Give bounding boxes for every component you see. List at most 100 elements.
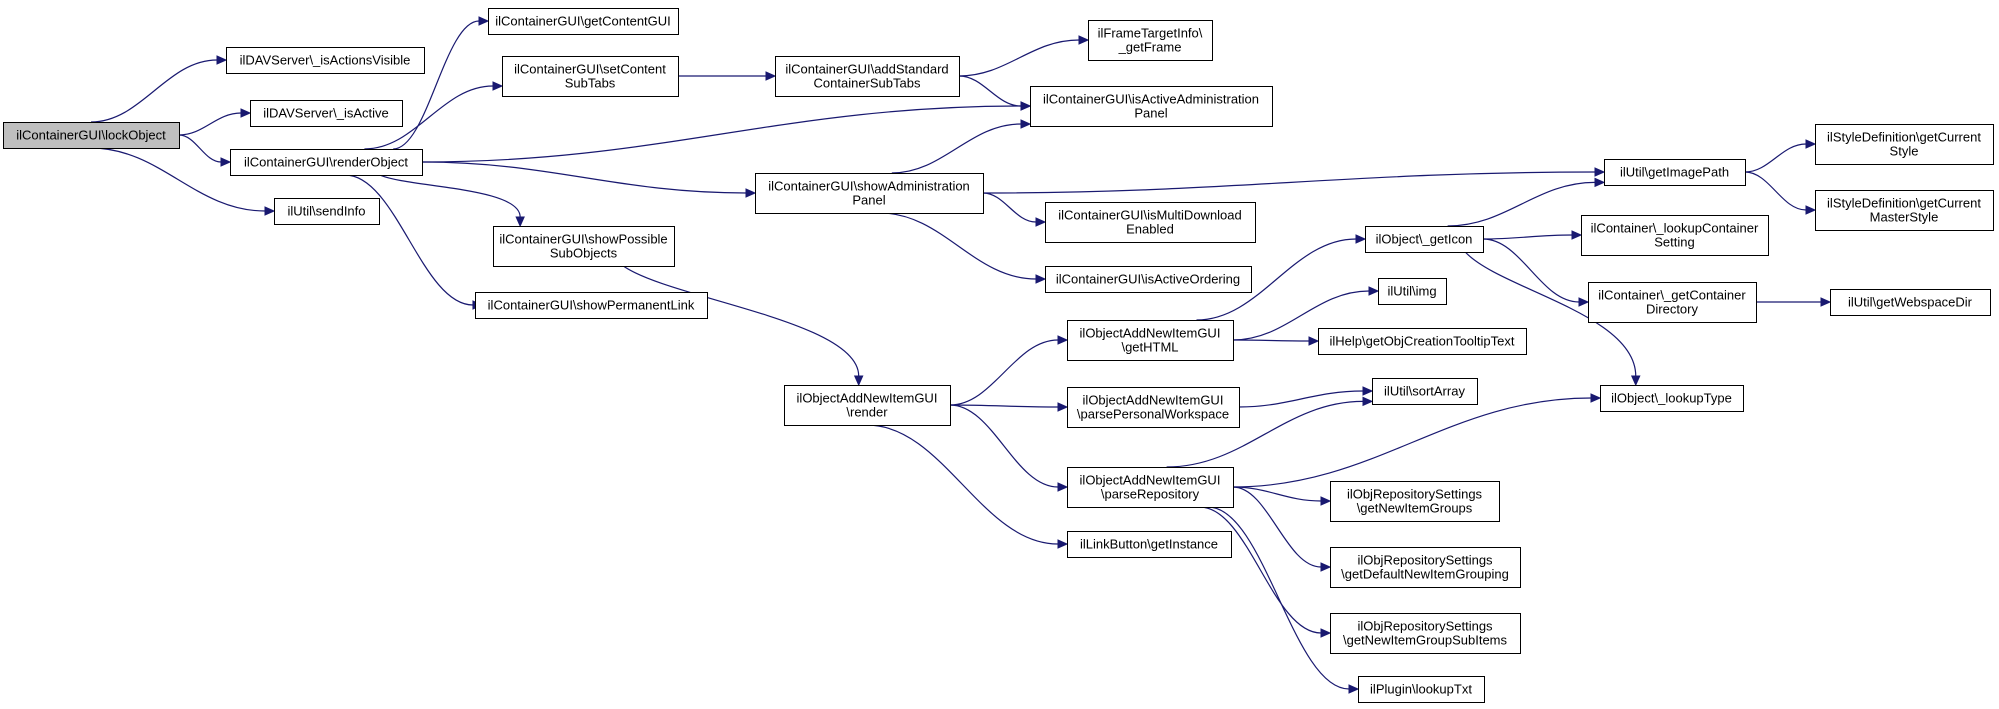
arrowhead-showAdmin-to-isActiveOrd: [1035, 274, 1047, 284]
node-box[interactable]: [1604, 159, 1746, 186]
edge-parseRepo-to-sortArray: [1166, 400, 1364, 468]
node-box[interactable]: [1372, 378, 1478, 405]
node-box[interactable]: [1330, 481, 1500, 522]
node-label: SubObjects: [550, 246, 618, 261]
node-root[interactable]: ilContainerGUI\lockObject: [3, 122, 180, 149]
node-repoDefault[interactable]: ilObjRepositorySettings\getDefaultNewIte…: [1330, 547, 1521, 588]
arrowhead-parseRepo-to-repoSub: [1320, 628, 1332, 638]
node-box[interactable]: [1067, 531, 1232, 558]
node-sendInfo[interactable]: ilUtil\sendInfo: [274, 198, 380, 225]
node-box[interactable]: [226, 47, 425, 74]
node-tooltip[interactable]: ilHelp\getObjCreationTooltipText: [1318, 328, 1527, 355]
node-box[interactable]: [1330, 547, 1521, 588]
node-addStd[interactable]: ilContainerGUI\addStandardContainerSubTa…: [775, 56, 960, 97]
edge-render-to-showAdmin: [421, 161, 747, 194]
node-box[interactable]: [1358, 676, 1485, 703]
node-isActiveAdmin[interactable]: ilContainerGUI\isActiveAdministrationPan…: [1030, 86, 1273, 127]
node-repoGroups[interactable]: ilObjRepositorySettings\getNewItemGroups: [1330, 481, 1500, 522]
node-davActive[interactable]: ilDAVServer\_isActive: [250, 100, 403, 127]
arrowhead-getIcon-to-getContDir: [1578, 297, 1590, 307]
node-img[interactable]: ilUtil\img: [1378, 278, 1447, 305]
node-box[interactable]: [1330, 613, 1521, 654]
node-render[interactable]: ilContainerGUI\renderObject: [230, 149, 423, 176]
node-box[interactable]: [1318, 328, 1527, 355]
node-label: ilObjectAddNewItemGUI: [797, 391, 938, 406]
node-plugin[interactable]: ilPlugin\lookupTxt: [1358, 676, 1485, 703]
edge-addStd-to-isActiveAdmin: [958, 75, 1022, 107]
arrowhead-showAdmin-to-isMulti: [1035, 217, 1047, 227]
node-newItemRender[interactable]: ilObjectAddNewItemGUI\render: [784, 385, 951, 426]
arrowhead-getHTML-to-tooltip: [1308, 336, 1320, 346]
arrowhead-getHTML-to-img: [1368, 286, 1380, 296]
node-box[interactable]: [488, 8, 679, 35]
edge-parseRepo-to-plugin: [1208, 506, 1350, 690]
node-linkBtn[interactable]: ilLinkButton\getInstance: [1067, 531, 1232, 558]
arrowhead-imagePath-to-styleCur: [1805, 139, 1817, 149]
node-box[interactable]: [1581, 215, 1769, 256]
node-label: Panel: [1134, 106, 1167, 121]
node-box[interactable]: [1067, 467, 1234, 508]
node-frameTarget[interactable]: ilFrameTargetInfo\_getFrame: [1088, 20, 1213, 61]
node-davActions[interactable]: ilDAVServer\_isActionsVisible: [226, 47, 425, 74]
node-getContent[interactable]: ilContainerGUI\getContentGUI: [488, 8, 679, 35]
node-parseRepo[interactable]: ilObjectAddNewItemGUI\parseRepository: [1067, 467, 1234, 508]
node-label: ilObjRepositorySettings: [1357, 619, 1493, 634]
node-box[interactable]: [1378, 278, 1447, 305]
node-getIcon[interactable]: ilObject\_getIcon: [1365, 226, 1484, 253]
node-box[interactable]: [1600, 385, 1744, 412]
node-box[interactable]: [1088, 20, 1213, 61]
node-box[interactable]: [1815, 190, 1994, 231]
node-box[interactable]: [784, 385, 951, 426]
arrowhead-parseRepo-to-repoDefault: [1320, 562, 1332, 572]
node-label: \getNewItemGroups: [1357, 501, 1473, 516]
node-box[interactable]: [1045, 202, 1256, 243]
node-label: ilUtil\getImagePath: [1620, 165, 1729, 180]
node-box[interactable]: [274, 198, 380, 225]
arrowhead-getIcon-to-lookupCont: [1571, 230, 1583, 240]
node-parsePersonal[interactable]: ilObjectAddNewItemGUI\parsePersonalWorks…: [1067, 387, 1240, 428]
node-box[interactable]: [1045, 266, 1252, 293]
node-repoSub[interactable]: ilObjRepositorySettings\getNewItemGroupS…: [1330, 613, 1521, 654]
node-box[interactable]: [1365, 226, 1484, 253]
node-box[interactable]: [1030, 86, 1273, 127]
node-box[interactable]: [230, 149, 423, 176]
node-label: ilUtil\img: [1387, 284, 1436, 299]
node-label: ilDAVServer\_isActionsVisible: [240, 53, 411, 68]
node-box[interactable]: [775, 56, 960, 97]
node-isActiveOrd[interactable]: ilContainerGUI\isActiveOrdering: [1045, 266, 1252, 293]
node-box[interactable]: [1588, 282, 1757, 323]
arrowhead-newItemRender-to-parseRepo: [1057, 482, 1069, 492]
node-box[interactable]: [502, 56, 679, 97]
node-box[interactable]: [1815, 124, 1994, 165]
node-box[interactable]: [1067, 387, 1240, 428]
node-webspace[interactable]: ilUtil\getWebspaceDir: [1830, 289, 1991, 316]
node-box[interactable]: [1830, 289, 1991, 316]
node-box[interactable]: [755, 173, 984, 214]
edge-render-to-setContentSub: [364, 85, 494, 150]
node-box[interactable]: [3, 122, 180, 149]
edge-showAdmin-to-isActiveAdmin: [891, 123, 1022, 174]
node-label: ilContainer\_lookupContainer: [1591, 221, 1759, 236]
node-label: ContainerSubTabs: [814, 76, 921, 91]
node-lookupType[interactable]: ilObject\_lookupType: [1600, 385, 1744, 412]
node-label: ilUtil\getWebspaceDir: [1848, 295, 1973, 310]
edge-root-to-sendInfo: [90, 147, 266, 212]
node-label: ilObject\_getIcon: [1376, 232, 1473, 247]
node-showPerma[interactable]: ilContainerGUI\showPermanentLink: [475, 292, 708, 319]
node-imagePath[interactable]: ilUtil\getImagePath: [1604, 159, 1746, 186]
arrowhead-newItemRender-to-linkBtn: [1057, 539, 1069, 549]
node-box[interactable]: [475, 292, 708, 319]
node-getHTML[interactable]: ilObjectAddNewItemGUI\getHTML: [1067, 320, 1234, 361]
node-box[interactable]: [493, 226, 675, 267]
node-box[interactable]: [250, 100, 403, 127]
node-box[interactable]: [1067, 320, 1234, 361]
node-sortArray[interactable]: ilUtil\sortArray: [1372, 378, 1478, 405]
